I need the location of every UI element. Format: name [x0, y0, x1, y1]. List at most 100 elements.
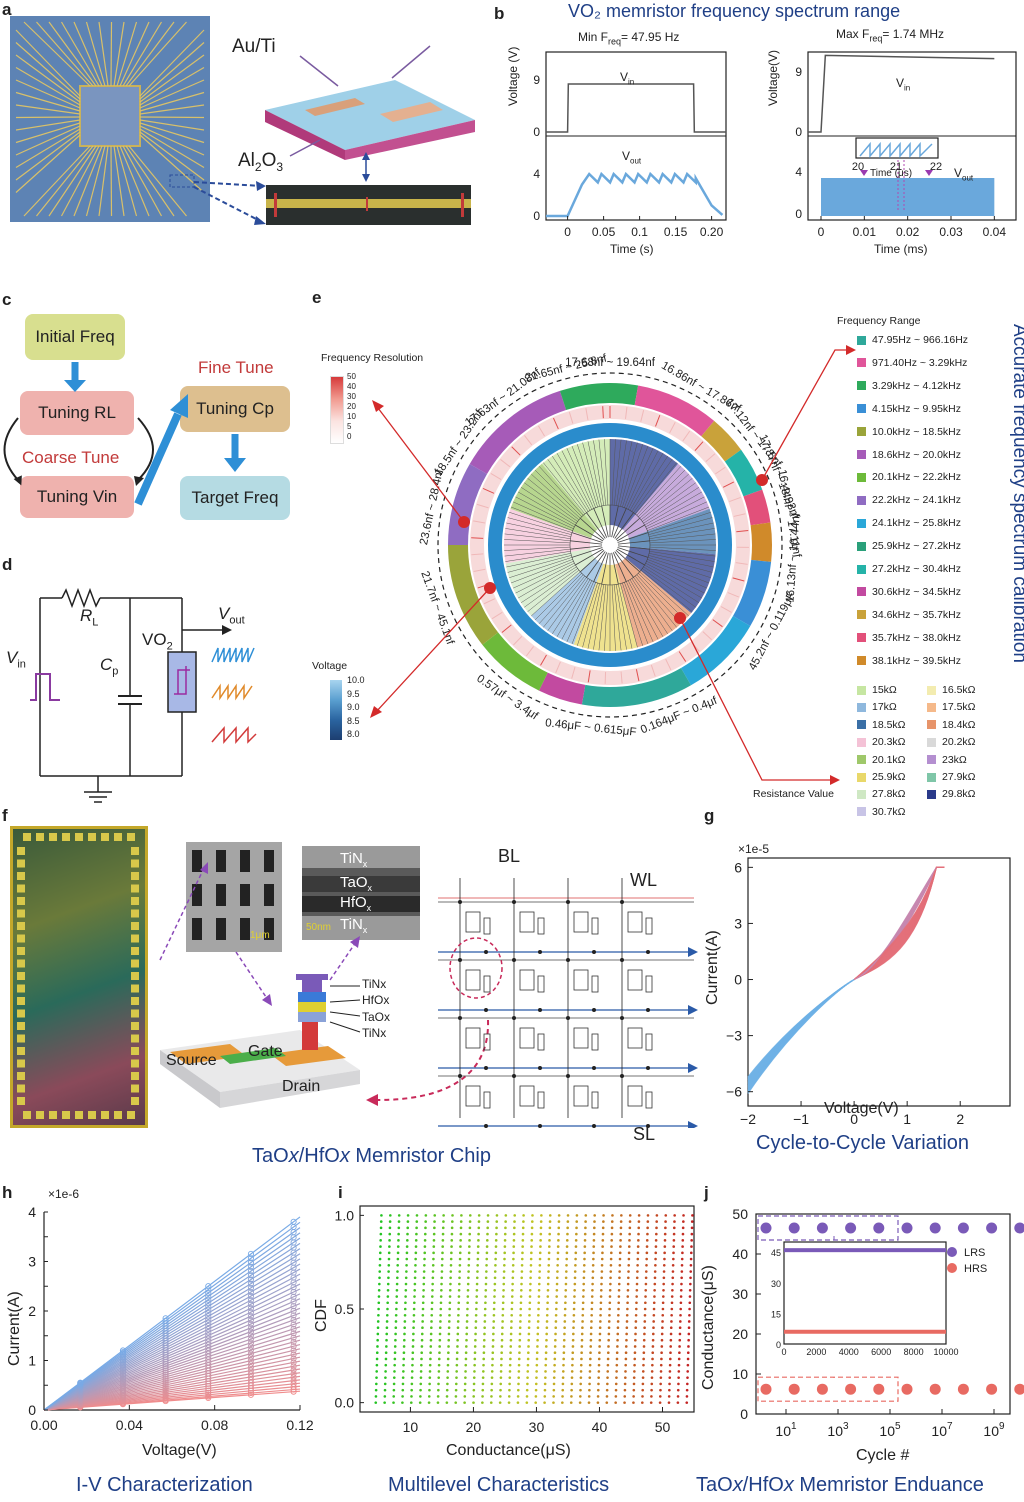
cdf-point: [627, 1251, 631, 1255]
cdf-point: [672, 1239, 676, 1242]
freq-res-tick: 50: [347, 372, 356, 381]
cdf-point: [449, 1257, 453, 1261]
cdf-point: [419, 1376, 423, 1379]
cdf-point: [485, 1251, 489, 1255]
cdf-point: [468, 1214, 472, 1217]
left-y-tick: 9: [533, 73, 540, 87]
cdf-point: [625, 1326, 629, 1330]
cdf-point: [411, 1357, 414, 1361]
cdf-point: [495, 1226, 498, 1230]
iv-marker: [247, 1320, 254, 1327]
sem-image: 1μm: [186, 842, 282, 952]
freq-range-item: 22.2kHz ~ 24.1kHz: [857, 494, 961, 506]
cdf-point: [591, 1276, 595, 1280]
iv-line: [43, 1339, 301, 1411]
iv-marker: [290, 1316, 297, 1324]
cdf-point: [403, 1332, 406, 1336]
tree-branch: [617, 540, 650, 545]
tree-branch: [649, 551, 715, 562]
cdf-point: [536, 1320, 540, 1323]
tree-branch: [643, 566, 700, 603]
cdf-point: [476, 1264, 479, 1267]
tree-branch: [556, 579, 591, 637]
legend-text: 27.8kΩ: [872, 788, 906, 801]
i-x-tick: 10: [403, 1419, 419, 1435]
cdf-point: [397, 1220, 401, 1223]
cdf-point: [412, 1307, 416, 1311]
chip-pad: [17, 1009, 25, 1018]
tree-ring: [569, 504, 651, 586]
cdf-point: [498, 1401, 502, 1404]
cdf-point: [635, 1295, 638, 1298]
cdf-point: [641, 1382, 645, 1386]
tree-branch: [611, 584, 616, 651]
resolution-tick: [678, 651, 687, 662]
chip-pad: [131, 884, 139, 893]
cdf-point: [572, 1301, 576, 1305]
chip-pad: [17, 859, 25, 868]
cycle-curve-negative: [747, 979, 855, 1094]
resistance-item: 18.4kΩ: [927, 719, 976, 731]
pad-trace: [139, 128, 205, 169]
cdf-point: [504, 1220, 507, 1223]
cdf-point: [614, 1401, 617, 1404]
cdf-point: [555, 1307, 558, 1311]
cdf-point: [662, 1264, 666, 1267]
cdf-point: [503, 1239, 507, 1242]
cdf-point: [633, 1363, 636, 1367]
chip-pad: [49, 1111, 57, 1119]
cdf-point: [625, 1338, 628, 1342]
legend-swatch: [927, 685, 936, 695]
iv-marker: [205, 1393, 212, 1400]
cdf-point: [476, 1251, 480, 1255]
cdf-point: [393, 1370, 396, 1373]
cdf-point: [492, 1301, 496, 1305]
cdf-point: [633, 1345, 637, 1348]
tree-branch: [527, 569, 580, 612]
pad-trace: [15, 116, 81, 119]
cycle-curve-negative: [747, 979, 855, 1090]
cdf-point: [481, 1401, 484, 1404]
cdf-point: [403, 1320, 407, 1323]
cdf-point: [539, 1239, 542, 1242]
cdf-point: [428, 1363, 432, 1367]
cdf-point: [609, 1257, 613, 1261]
cdf-point: [670, 1313, 673, 1317]
cdf-point: [561, 1382, 565, 1386]
min-freq-subtitle: Min Freq= 47.95 Hz: [578, 30, 680, 47]
tree-branch: [626, 448, 654, 509]
cdf-point: [502, 1282, 506, 1286]
cdf-point: [472, 1382, 476, 1386]
cdf-point: [547, 1251, 551, 1255]
cdf-point: [463, 1401, 466, 1404]
cdf-point: [509, 1351, 512, 1354]
iv-marker: [247, 1288, 254, 1296]
cdf-point: [624, 1376, 627, 1379]
tree-branch: [638, 573, 686, 621]
cdf-point: [378, 1276, 381, 1280]
cdf-point: [450, 1245, 453, 1248]
pad-trace: [15, 79, 81, 109]
cdf-point: [406, 1239, 409, 1242]
h-xlabel: Voltage(V): [142, 1442, 217, 1459]
cdf-point: [571, 1351, 575, 1354]
panel-a-annotations: [169, 45, 431, 225]
j-xlabel: Cycle #: [856, 1447, 910, 1464]
cdf-point: [396, 1245, 400, 1248]
chip-pad: [75, 833, 83, 841]
cdf-point: [566, 1214, 570, 1217]
cdf-point: [482, 1370, 485, 1373]
lrs-point: [929, 1222, 941, 1234]
freq-resolution-title: Frequency Resolution: [321, 352, 424, 364]
cdf-point: [377, 1301, 381, 1305]
cdf-point: [430, 1295, 434, 1298]
tree-branch: [647, 557, 711, 578]
cdf-point: [406, 1214, 410, 1217]
chip-pad: [17, 1072, 25, 1080]
chip-pad: [131, 997, 139, 1005]
resolution-tick: [525, 646, 534, 657]
cdf-point: [394, 1332, 397, 1336]
g-x-tick: −2: [740, 1111, 756, 1127]
cdf-point: [591, 1264, 595, 1267]
cdf-point: [564, 1301, 567, 1305]
